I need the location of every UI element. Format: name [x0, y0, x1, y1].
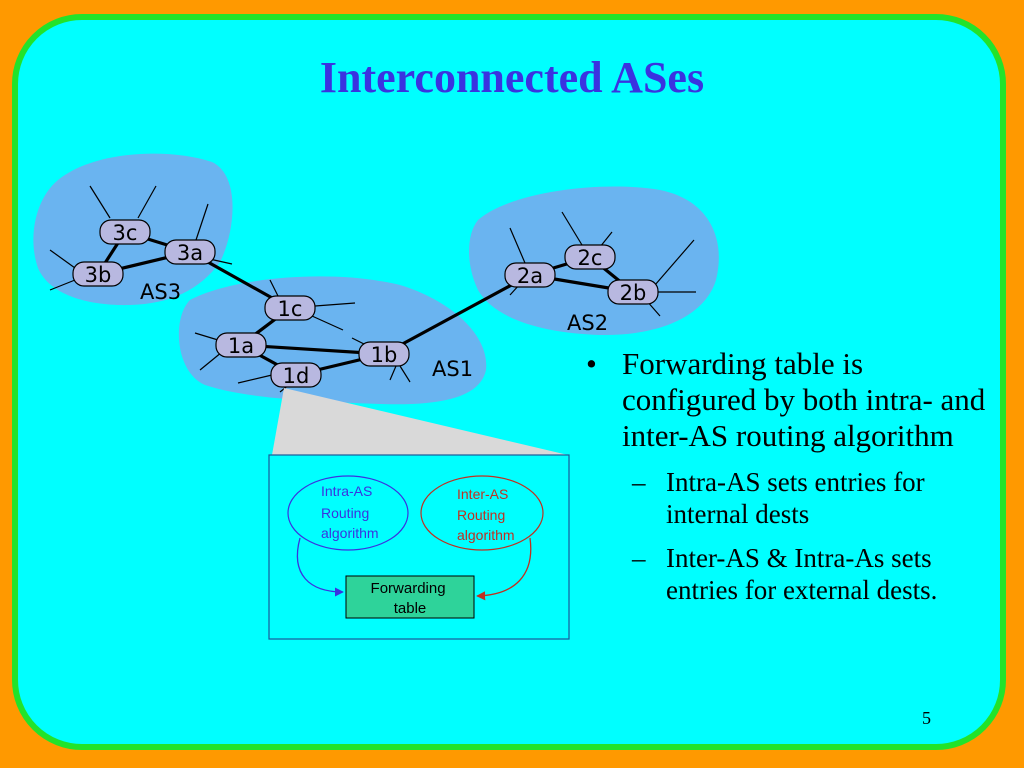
- slide-title: Interconnected ASes: [319, 53, 705, 102]
- router-2b: 2b: [607, 279, 659, 305]
- router-1d-label: 1d: [283, 364, 310, 388]
- bullet-sub-2: – Inter-AS & Intra-As sets entries for e…: [582, 542, 1002, 606]
- sub-dash: –: [632, 543, 646, 573]
- router-3a-label: 3a: [177, 241, 203, 265]
- bullet-sub-1-text: Intra-AS sets entries for internal dests: [666, 467, 925, 529]
- inter-as-routing-ellipse: [420, 475, 544, 551]
- as1-cloud: [178, 276, 487, 405]
- router-3b-label: 3b: [85, 263, 112, 287]
- intra-as-label: Intra-AS Routing algorithm: [321, 483, 379, 541]
- stub-links: [49, 185, 696, 393]
- router-1b-label: 1b: [371, 343, 398, 367]
- page-number: 5: [922, 708, 931, 728]
- sub-dash: –: [632, 467, 646, 497]
- router-2a-label: 2a: [517, 264, 543, 288]
- router-3c: 3c: [99, 219, 151, 245]
- bullet-dot: •: [586, 346, 597, 381]
- bullet-sub-1: – Intra-AS sets entries for internal des…: [582, 466, 1002, 530]
- inter-as-label: Inter-AS Routing algorithm: [457, 486, 515, 543]
- router-1c: 1c: [264, 295, 316, 321]
- router-3c-label: 3c: [113, 221, 138, 245]
- bullet-list: • Forwarding table is configured by both…: [582, 346, 1002, 606]
- router-1a-label: 1a: [228, 334, 254, 358]
- intra-as-arrow: [296, 537, 344, 597]
- intra-as-routing-ellipse: [287, 475, 409, 551]
- forwarding-table-label: Forwarding table: [371, 580, 450, 617]
- as3-label: AS3: [140, 280, 181, 304]
- router-3b: 3b: [72, 261, 124, 287]
- router-2b-label: 2b: [620, 281, 647, 305]
- inter-as-arrow: [476, 537, 532, 601]
- router-1b: 1b: [358, 341, 410, 367]
- router-1c-label: 1c: [278, 297, 303, 321]
- router-2c-label: 2c: [578, 246, 603, 270]
- zoom-callout: [272, 388, 568, 455]
- bullet-main: • Forwarding table is configured by both…: [582, 346, 1002, 454]
- router-2a: 2a: [504, 262, 556, 288]
- bullet-sub-2-text: Inter-AS & Intra-As sets entries for ext…: [666, 543, 938, 605]
- forwarding-table-box: [345, 575, 475, 619]
- router-2c: 2c: [564, 244, 616, 270]
- router-1d: 1d: [270, 362, 322, 388]
- as2-label: AS2: [567, 311, 608, 335]
- router-1a: 1a: [215, 332, 267, 358]
- router-3a: 3a: [164, 239, 216, 265]
- bullet-main-text: Forwarding table is configured by both i…: [622, 346, 986, 453]
- as1-label: AS1: [432, 357, 473, 381]
